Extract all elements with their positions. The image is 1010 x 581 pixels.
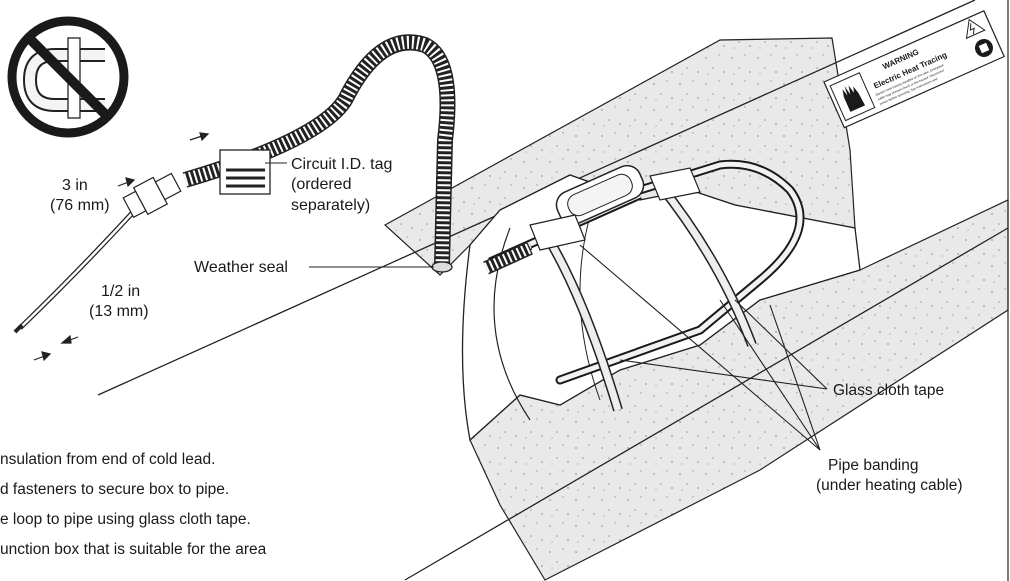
- svg-text:3 in: 3 in: [62, 177, 88, 194]
- svg-text:separately): separately): [291, 197, 370, 214]
- weather-seal-ring: [431, 261, 453, 273]
- jacket-bottom-line: [404, 227, 1009, 581]
- svg-text:(76 mm): (76 mm): [50, 197, 110, 214]
- shock-hazard-icon: [965, 18, 986, 40]
- svg-text:(under heating cable): (under heating cable): [816, 477, 963, 494]
- cold-lead-assembly: [13, 34, 533, 334]
- pipe-band-right: [649, 167, 757, 347]
- read-manual-icon: [974, 38, 993, 57]
- circuit-id-tag-graphic: [219, 149, 271, 195]
- prohibited-loop-icon: [7, 16, 129, 138]
- svg-text:Pipe banding: Pipe banding: [828, 457, 919, 474]
- pipe-band-left: [529, 214, 623, 412]
- weather-seal-label: Weather seal: [194, 259, 288, 276]
- warning-label: WARNING Electric Heat Tracing Electric h…: [823, 10, 1005, 129]
- corrugated-conduit: [182, 34, 456, 266]
- three-inch-label: 3 in (76 mm): [50, 177, 110, 214]
- junction-box: [555, 164, 645, 226]
- instruction-line-2: d fasteners to secure box to pipe.: [0, 481, 229, 498]
- hand-hazard-icon: [829, 72, 876, 122]
- instruction-line-3: e loop to pipe using glass cloth tape.: [0, 511, 251, 528]
- glass-cloth-tape-label: Glass cloth tape: [833, 382, 944, 399]
- insulated-pipe: [97, 0, 1009, 581]
- svg-text:(13 mm): (13 mm): [89, 303, 149, 320]
- pipe-banding-label: Pipe banding (under heating cable): [816, 457, 963, 494]
- instruction-line-1: nsulation from end of cold lead.: [0, 451, 215, 468]
- svg-text:1/2 in: 1/2 in: [101, 283, 140, 300]
- gland-fitting: [122, 172, 182, 219]
- instruction-line-4: unction box that is suitable for the are…: [0, 541, 267, 558]
- dimension-arrows: [33, 132, 210, 362]
- half-inch-label: 1/2 in (13 mm): [89, 283, 149, 320]
- circuit-id-tag-label: Circuit I.D. tag (ordered separately): [291, 156, 392, 214]
- svg-text:Circuit I.D. tag: Circuit I.D. tag: [291, 156, 392, 173]
- callout-leaders: [265, 162, 828, 451]
- instruction-list: nsulation from end of cold lead. d faste…: [0, 451, 267, 558]
- svg-text:(ordered: (ordered: [291, 176, 351, 193]
